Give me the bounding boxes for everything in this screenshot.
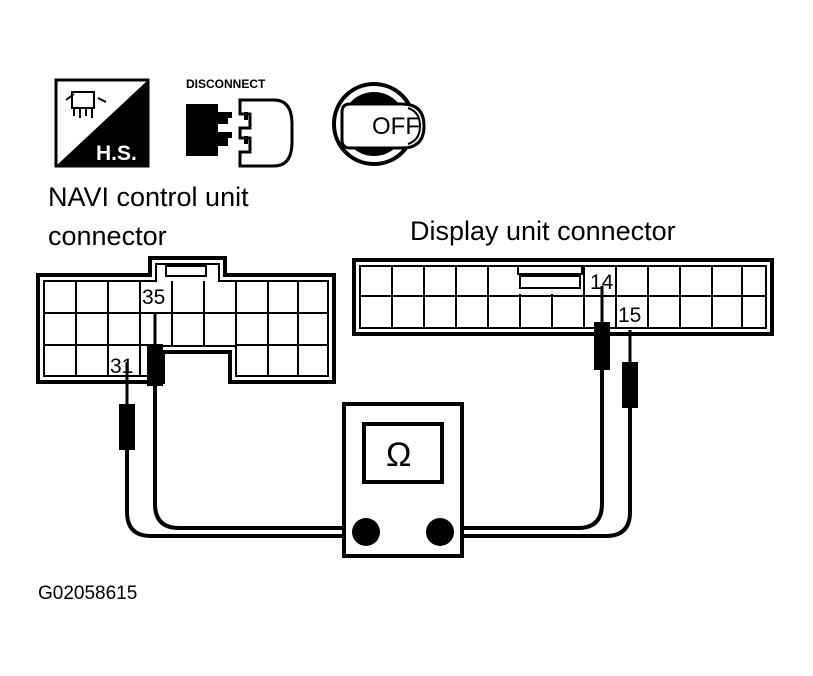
navi-pin-31-label: 31 <box>110 355 133 378</box>
display-pin-14-label: 14 <box>590 271 614 294</box>
wire-left-outer <box>125 450 366 538</box>
navi-connector-label-line2: connector <box>48 221 167 251</box>
disconnect-label: DISCONNECT <box>186 77 266 91</box>
display-probe-14 <box>594 286 610 370</box>
display-pin-15-label: 15 <box>618 304 641 327</box>
navi-probe-35 <box>147 312 163 386</box>
navi-probe-31 <box>119 362 135 450</box>
figure-id: G02058615 <box>38 583 137 604</box>
wire-right-outer <box>440 408 632 538</box>
navi-connector-label-line1: NAVI control unit <box>48 182 249 212</box>
navi-connector <box>36 256 336 384</box>
hs-icon: H.S. <box>54 78 150 168</box>
ignition-off-icon: OFF <box>332 82 426 166</box>
disconnect-icon: DISCONNECT <box>186 77 294 168</box>
wire-right-inner <box>440 370 604 530</box>
display-connector <box>352 258 774 336</box>
wire-left-inner <box>153 386 366 530</box>
hs-label: H.S. <box>96 142 137 165</box>
navi-pin-35-label: 35 <box>142 286 165 309</box>
ohmmeter <box>342 402 464 558</box>
display-connector-label: Display unit connector <box>410 216 676 246</box>
ohm-symbol: Ω <box>386 436 411 474</box>
off-label: OFF <box>372 113 420 140</box>
display-probe-15 <box>622 330 638 408</box>
